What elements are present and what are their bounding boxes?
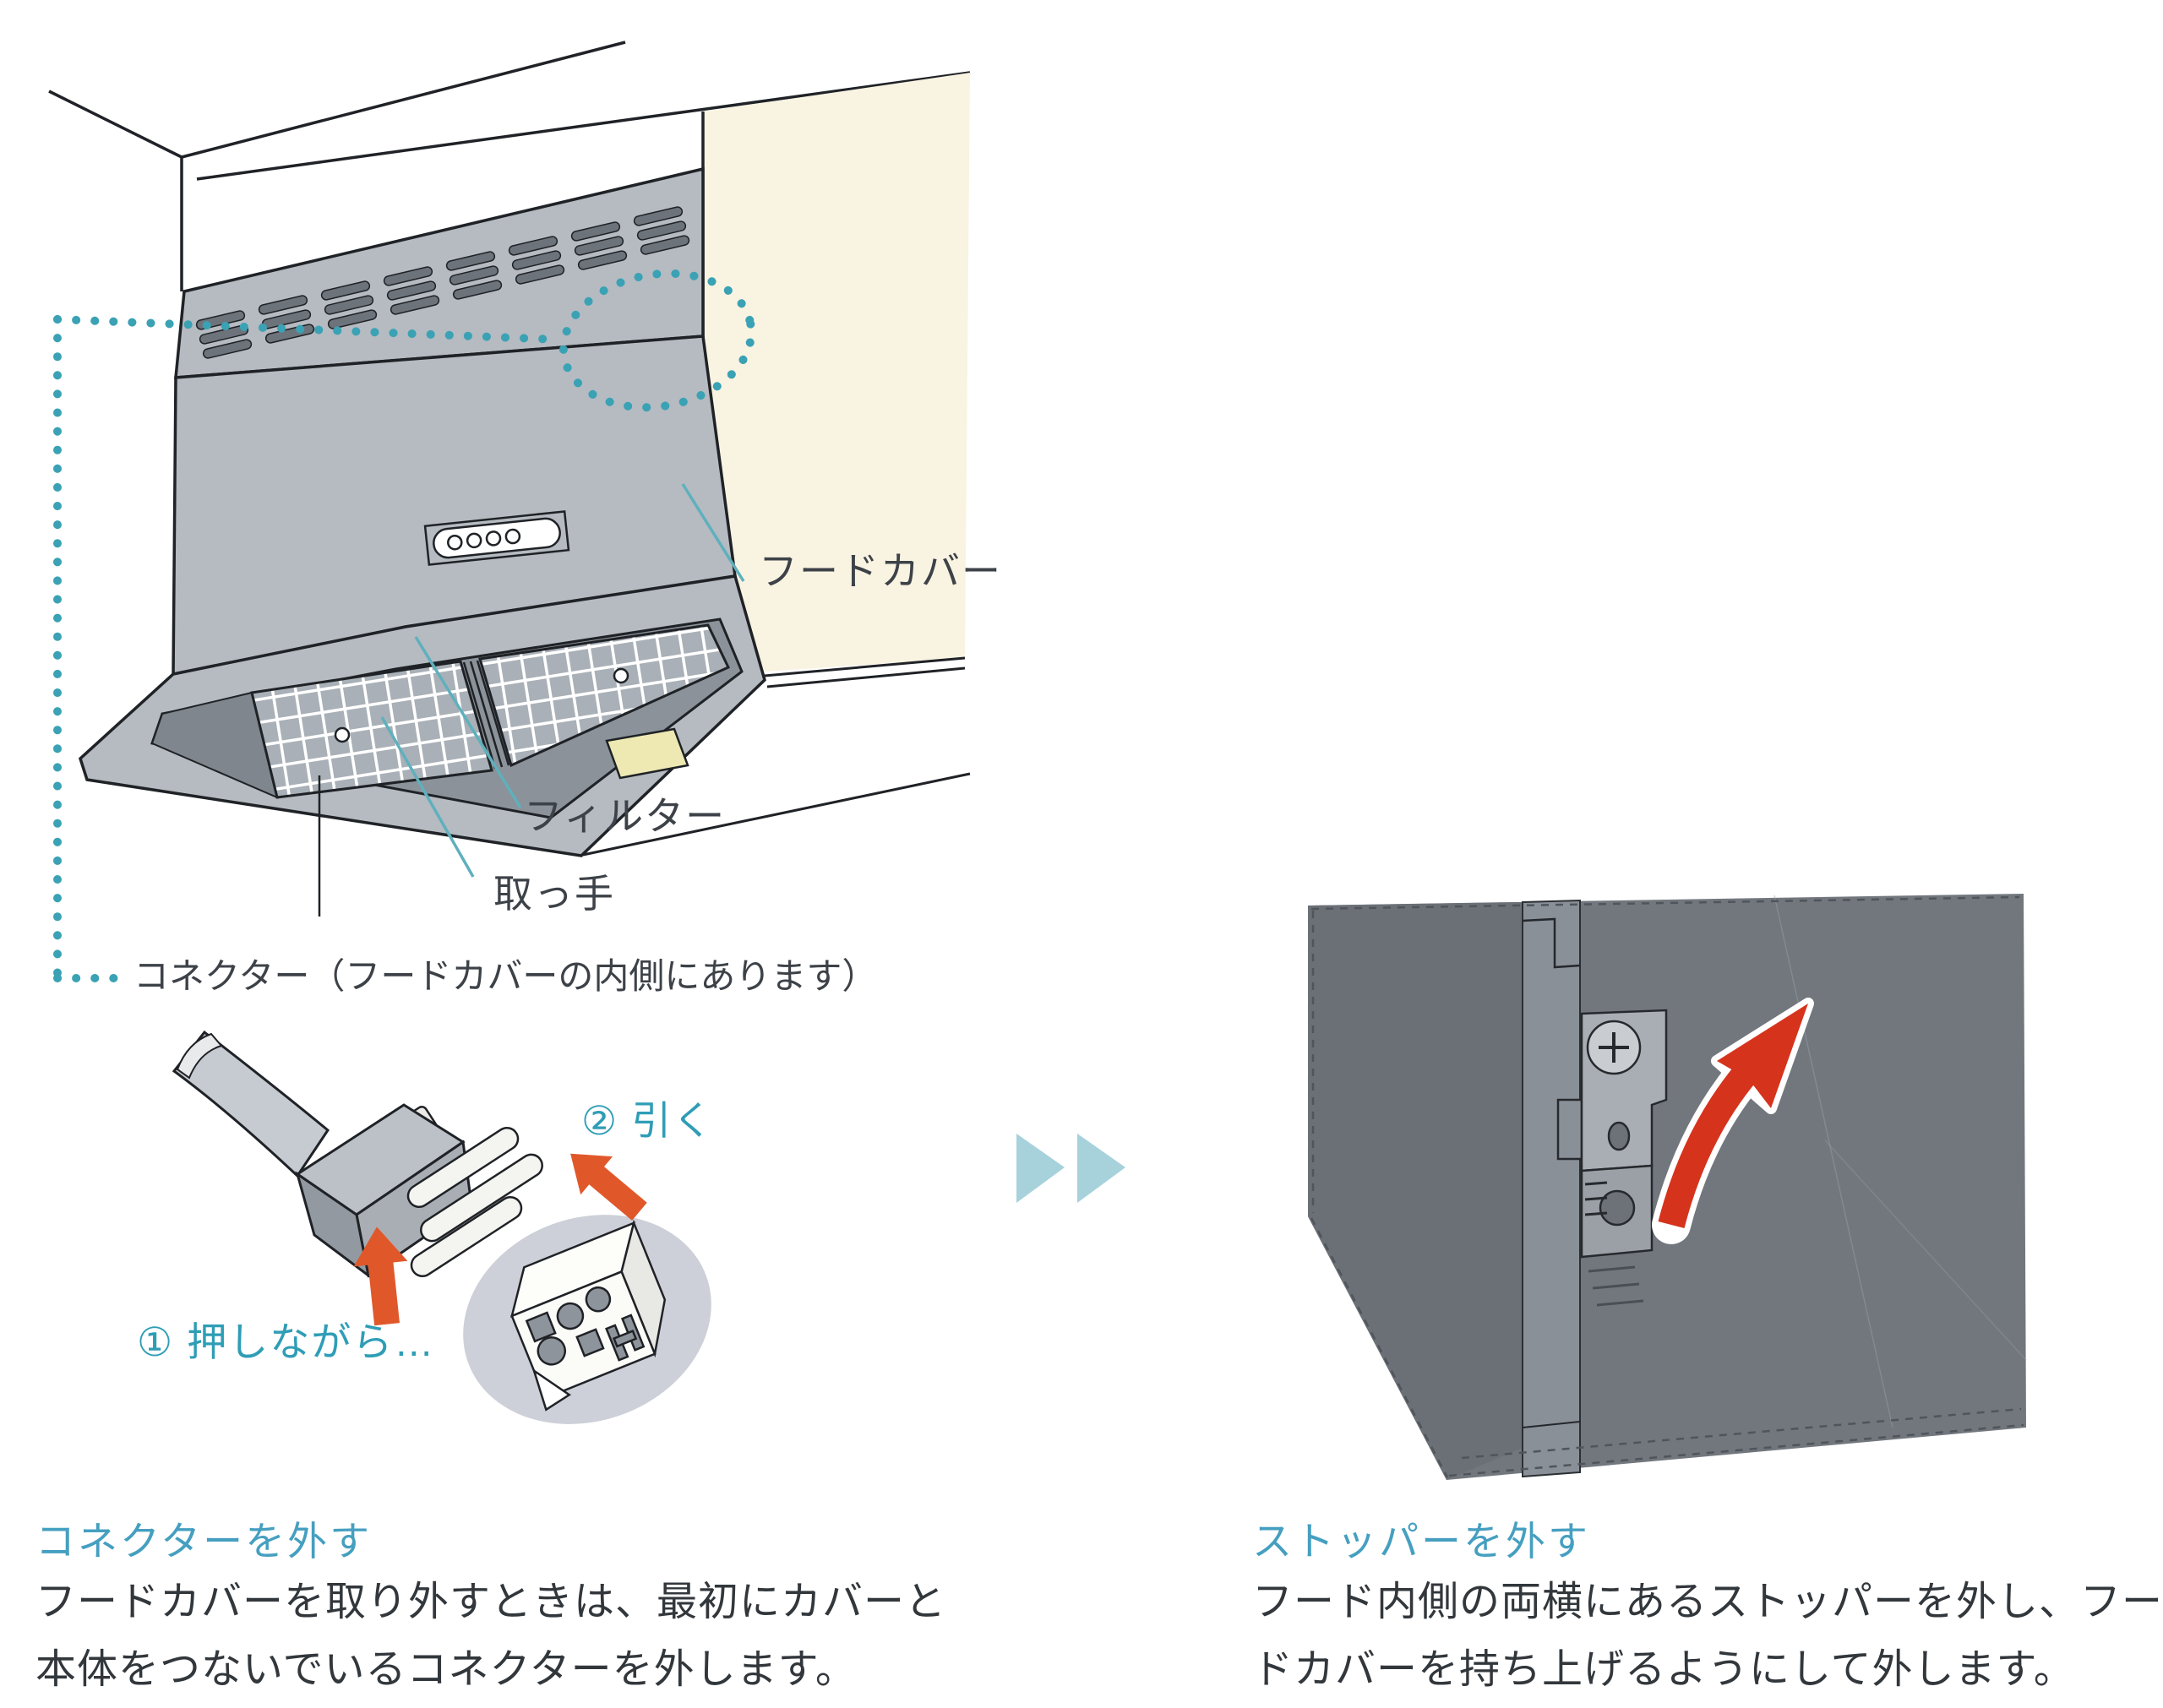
left-section-heading: コネクターを外す — [35, 1519, 373, 1564]
right-section-body-line2: ドカバーを持ち上げるようにして外します。 — [1252, 1647, 2075, 1692]
hood-cover-edge-strip — [1522, 899, 1581, 1478]
right-section-body-line1: フード内側の両横にあるストッパーを外し、フー — [1252, 1580, 2163, 1624]
handle-label: 取っ手 — [493, 872, 615, 916]
connector-location-dotted-lines — [53, 269, 756, 982]
filter-leader — [414, 636, 522, 808]
connector-face — [510, 1219, 667, 1412]
handle-leader — [380, 716, 475, 878]
red-curved-arrow-icon — [1652, 998, 1814, 1244]
filter-left — [250, 660, 493, 799]
forward-triangles-icon — [1016, 1134, 1125, 1203]
hood-cover-label: フードカバー — [759, 549, 1002, 593]
wall-corner-lines — [48, 41, 971, 291]
filter-label: フィルター — [524, 794, 727, 838]
step2-label: ② 引く — [581, 1098, 715, 1143]
control-panel — [423, 510, 570, 566]
filter-handle-knob-right — [613, 667, 629, 684]
connector-label: コネクター（フードカバーの内側にあります） — [133, 956, 878, 996]
right-section-heading: ストッパーを外す — [1252, 1519, 1590, 1564]
filter-right — [478, 623, 731, 768]
range-hood-illustration — [48, 41, 971, 1424]
connector-detail-illustration — [172, 1030, 711, 1424]
left-section-body-line2: 本体をつないでいるコネクターを外します。 — [35, 1647, 857, 1692]
lamp — [605, 727, 689, 780]
connector-location-dotted-circle — [558, 269, 756, 412]
step1-label: ① 押しながら… — [137, 1319, 436, 1364]
stopper-bracket — [1556, 1009, 1668, 1259]
leader-lines — [318, 483, 745, 917]
filter-handle-knob-left — [334, 726, 351, 743]
hood-front-face — [172, 335, 737, 678]
left-section-body-line1: フードカバーを取り外すときは、最初にカバーと — [35, 1580, 947, 1624]
connector-cable-plug — [172, 1030, 543, 1279]
hood-bottom — [78, 574, 766, 857]
hood-cover-leader — [681, 483, 745, 582]
stopper-closeup-illustration — [1308, 894, 2027, 1480]
hood-interior-left-face — [1308, 902, 1523, 1480]
stopper-tab — [1556, 1098, 1583, 1161]
